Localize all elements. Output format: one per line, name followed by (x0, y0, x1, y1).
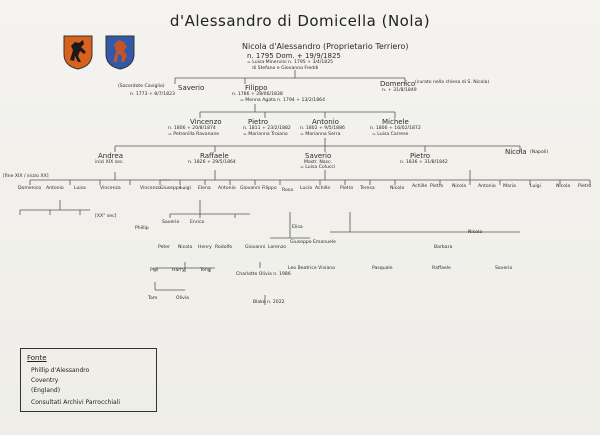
gen2-name-1: Filippo (245, 84, 268, 92)
era-label-early: [fine XIX / inizio XX] (3, 174, 49, 179)
person-name: Maria (503, 184, 516, 189)
person-name: Pietro (578, 184, 592, 189)
person-name: Nicola (468, 230, 483, 235)
gen2-name-2: Domenico (380, 80, 416, 88)
gen2-dates-1: n. 1786 + 28/06/1838 (232, 92, 283, 97)
gen3-dates-3: n. 1806 + 16/02/1872 (370, 126, 421, 131)
gen3-dates-0: n. 1806 + 20/8/1874 (168, 126, 216, 131)
person-name: Luigi (530, 184, 541, 189)
person-name: Emanuele (313, 240, 336, 245)
person-name: Tony (200, 268, 211, 273)
gen4-name-0: Andrea (98, 152, 123, 160)
person-name: Filippo (262, 186, 277, 191)
person-name: Giuseppe (160, 186, 182, 191)
coat-of-arms-horse-icon (63, 35, 93, 70)
source-line: (England) (31, 387, 61, 394)
person-name: Luisa (74, 186, 86, 191)
gen4-name-1: Raffaele (200, 152, 229, 160)
gen2-name-0: Saverio (178, 84, 205, 92)
gen4-dates-3: n. 1836 + 31/8/1842 (400, 160, 448, 165)
person-name: Phillip (135, 226, 149, 231)
person-name: Giuseppe (290, 240, 312, 245)
person-name: Phil (150, 268, 159, 273)
gen2-role-2: (curato nella chiesa di S. Nicola) (415, 80, 490, 85)
gen4-name-2: Saverio (305, 152, 332, 160)
person-name: Vincenzo (140, 186, 161, 191)
source-line: Coventry (31, 377, 59, 384)
gen4-spouse-2: = Luisa Colucci (300, 165, 336, 170)
root-person-dates: n. 1795 Dom. + 19/9/1825 (247, 52, 341, 60)
person-name: Rosa (282, 188, 294, 193)
gen2-dates-2: n. + 31/8/1849 (382, 88, 417, 93)
person-name: Antonio (218, 186, 236, 191)
source-line: Phillip d'Alessandro (31, 367, 90, 374)
gen4-note-0: inizi XIX sec. (95, 160, 124, 165)
gen4-dates-1: n. 1826 + 29/5/1864 (188, 160, 236, 165)
person-name: Enrico (190, 220, 205, 225)
person-name: Harry (172, 268, 185, 273)
person-name: Pietro (340, 186, 354, 191)
person-name: Nicola (390, 186, 405, 191)
era-label-20th-century: [XX° sec] (95, 214, 117, 219)
person-name: Antonio (46, 186, 64, 191)
person-name: Teresa (360, 186, 375, 191)
gen3-name-0: Vincenzo (190, 118, 222, 126)
coat-of-arms-lion-icon (105, 35, 135, 70)
person-name: Saverio (162, 220, 180, 225)
person-name: Raffaele (432, 266, 451, 271)
gen3-name-3: Michele (382, 118, 409, 126)
person-name: Achille (315, 186, 331, 191)
person-name: Nicola (178, 245, 193, 250)
person-name: Peter (158, 245, 170, 250)
person-name: Saverio (495, 266, 513, 271)
gen3-spouse-2: = Marianna Serra (300, 132, 341, 137)
person-name: Nicola (452, 184, 467, 189)
person-name: Tom (148, 296, 158, 301)
person-name: Olivia (176, 296, 189, 301)
person-name: Lorenzo (268, 245, 287, 250)
person-name: Achille (412, 184, 428, 189)
source-heading: Fonte (27, 354, 47, 362)
root-person-spouse-parents: di Stefano e Giovanna Freddi (252, 66, 319, 71)
person-name: Elena (198, 186, 211, 191)
gen3-spouse-3: = Luisa Carrese (372, 132, 409, 137)
root-person-spouse: = Luisa Minervini n. 1795 + 3/4/1825 (247, 60, 334, 65)
person-name: Barbara (434, 245, 453, 250)
gen4-note-4: (Napoli) (530, 150, 549, 155)
person-name: Leo Beatrice Viviana (288, 266, 336, 271)
gen3-spouse-0: = Petronilla Ravanone (168, 132, 220, 137)
person-name: Nicola (556, 184, 571, 189)
gen4-name-3: Pietro (410, 152, 431, 160)
person-name: Henry (198, 245, 212, 250)
person-name: Luigi (180, 186, 191, 191)
gen2-spouse-1: = Menna Agata n. 1794 + 13/2/1864 (240, 98, 325, 103)
gen3-dates-1: n. 1811 + 23/2/1882 (243, 126, 291, 131)
page-title: d'Alessandro di Domicella (Nola) (169, 12, 431, 30)
gen2-role-0: (Sacerdote Caviglio) (118, 84, 165, 89)
gen4-name-4: Nicola (505, 148, 527, 156)
person-name: Domenico (18, 186, 42, 191)
gen3-name-1: Pietro (248, 118, 269, 126)
gen2-dates-0: n. 1773 + 8/7/1823 (130, 92, 175, 97)
source-box: Fonte Phillip d'Alessandro Coventry (Eng… (20, 348, 157, 412)
root-person-name: Nicola d'Alessandro (Proprietario Terrie… (242, 42, 409, 51)
person-name: Antonio (478, 184, 496, 189)
person-name: Charlotte Olivia n. 1986 (236, 272, 291, 277)
gen3-spouse-1: = Marianna Troiano (243, 132, 288, 137)
person-name: Rodolfo (215, 245, 233, 250)
gen3-dates-2: n. 1802 + 9/5/1886 (300, 126, 345, 131)
gen3-name-2: Antonio (312, 118, 339, 126)
person-name: Vincenza (100, 186, 121, 191)
person-name: Blake n. 2022 (253, 300, 285, 305)
person-name: Giovanni (240, 186, 261, 191)
source-line: Consultati Archivi Parrocchiali (31, 399, 121, 406)
person-name: Lucia (300, 186, 313, 191)
person-name: Pietro (430, 184, 444, 189)
person-name: Pasquale (372, 266, 393, 271)
person-name: Giovanni (245, 245, 266, 250)
person-name: Elisa (292, 225, 303, 230)
gen4-note-2: Mastr. Nasc. (304, 160, 332, 165)
